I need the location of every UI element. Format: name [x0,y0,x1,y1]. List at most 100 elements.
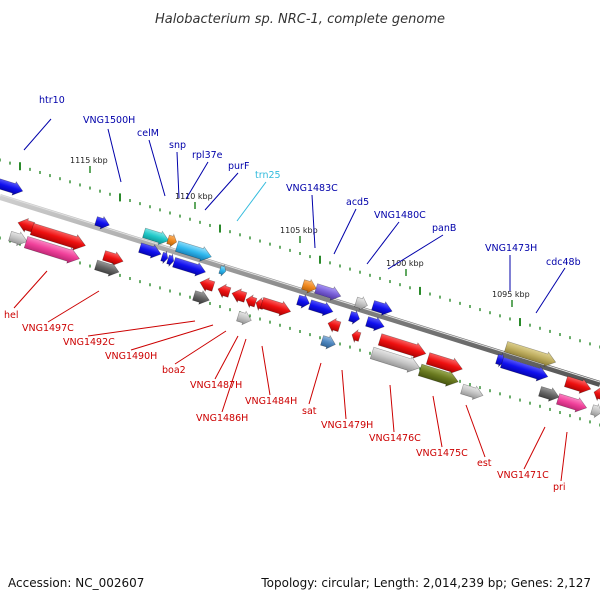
gene-arrow[interactable] [499,355,550,384]
gene-arrow[interactable] [538,385,561,404]
leader-line [341,369,347,420]
leader-line [523,426,546,470]
gene-arrow[interactable] [296,293,312,310]
gene-arrow[interactable] [417,362,461,389]
gene-label-htr10[interactable]: htr10 [39,95,65,106]
gene-arrow[interactable] [236,309,254,327]
gene-arrow[interactable] [371,299,394,318]
gene-arrow[interactable] [174,239,214,264]
gene-label-trn25[interactable]: trn25 [255,170,281,181]
leader-lines [13,118,568,482]
gene-label-pri[interactable]: pri [553,482,566,493]
leader-line [387,234,444,270]
gene-label-panb[interactable]: panB [432,223,456,234]
gene-label-vng1492c[interactable]: VNG1492C [63,337,115,348]
gene-arrow[interactable] [425,351,465,377]
gene-arrow[interactable] [23,234,82,266]
gene-label-vng1479h[interactable]: VNG1479H [321,420,373,431]
gene-label-vng1486h[interactable]: VNG1486H [196,413,248,424]
gene-arrow[interactable] [348,309,362,325]
gene-arrow[interactable] [259,295,293,318]
gene-arrow[interactable] [326,317,342,334]
leader-line [366,221,400,265]
gene-arrow[interactable] [592,385,600,402]
gene-arrow[interactable] [563,374,593,396]
leader-line [560,431,568,482]
gene-label-boa2[interactable]: boa2 [162,365,186,376]
gene-label-rpl37e[interactable]: rpl37e [192,150,223,161]
gene-arrow[interactable] [138,241,163,261]
gene-arrow[interactable] [320,334,338,352]
topology-text: Topology: circular; Length: 2,014,239 bp… [260,576,591,590]
leader-line [176,151,180,199]
map-title: Halobacterium sp. NRC-1, complete genome [155,12,445,27]
leader-line [333,208,357,255]
leader-line [185,161,209,200]
gene-label-snp[interactable]: snp [169,140,186,151]
gene-arrow[interactable] [350,328,362,344]
ruler-kbp-label: 1115 kbp [70,156,108,165]
leader-line [535,267,566,314]
gene-arrow[interactable] [216,282,232,299]
gene-arrow[interactable] [29,221,88,253]
gene-label-vng1471c[interactable]: VNG1471C [497,470,549,481]
gene-label-vng1483c[interactable]: VNG1483C [286,183,338,194]
gene-arrow[interactable] [369,345,422,375]
gene-label-vng1476c[interactable]: VNG1476C [369,433,421,444]
gene-label-vng1473h[interactable]: VNG1473H [485,243,537,254]
accession-text: Accession: NC_002607 [8,576,144,590]
gene-arrow[interactable] [16,216,36,234]
ruler-kbp-label: 1100 kbp [386,259,424,268]
leader-line [47,290,100,323]
gene-label-vng1484h[interactable]: VNG1484H [245,396,297,407]
gene-arrow[interactable] [198,276,216,294]
gene-arrow[interactable] [301,278,319,296]
leader-line [13,270,48,309]
gene-arrow[interactable] [460,382,485,402]
gene-label-vng1487h[interactable]: VNG1487H [190,380,242,391]
leader-line [261,345,271,396]
gene-arrow[interactable] [0,176,25,198]
gene-arrow[interactable] [192,289,211,307]
gene-label-est[interactable]: est [477,458,492,469]
gene-arrow[interactable] [218,264,227,277]
gene-label-vng1497c[interactable]: VNG1497C [22,323,74,334]
gene-arrow[interactable] [377,332,429,362]
gene-arrow[interactable] [102,249,125,268]
gene-arrow[interactable] [8,229,29,248]
gene-arrow[interactable] [230,287,248,305]
gene-label-acd5[interactable]: acd5 [346,197,369,208]
gene-label-vng1475c[interactable]: VNG1475C [416,448,468,459]
gene-label-purf[interactable]: purF [228,161,249,172]
leader-line [214,335,239,380]
gene-label-cdc48b[interactable]: cdc48b [546,257,581,268]
gene-arrow[interactable] [160,250,170,264]
gene-arrow[interactable] [142,226,171,247]
gene-arrow[interactable] [365,315,386,334]
gene-arrow[interactable] [495,352,507,368]
gene-label-vng1480c[interactable]: VNG1480C [374,210,426,221]
gene-arrow[interactable] [308,298,335,319]
gene-arrow[interactable] [354,295,370,312]
gene-arrow[interactable] [172,256,208,279]
leader-line [308,362,322,405]
gene-arrow[interactable] [503,340,558,370]
gene-arrow[interactable] [590,403,600,419]
gene-arrow[interactable] [94,215,111,232]
gene-label-vng1500h[interactable]: VNG1500H [83,115,135,126]
gene-arrow[interactable] [244,293,258,309]
gene-arrow[interactable] [166,253,176,267]
gene-label-hel[interactable]: hel [4,310,19,321]
gene-label-vng1490h[interactable]: VNG1490H [105,351,157,362]
gene-arrow[interactable] [94,258,121,279]
gene-arrow[interactable] [555,392,589,415]
leader-line [107,128,122,183]
leader-line [221,338,247,413]
gene-arrow[interactable] [314,282,343,303]
gene-label-sat[interactable]: sat [302,406,317,417]
gene-arrow[interactable] [166,233,178,248]
ruler-kbp-label: 1110 kbp [175,192,213,201]
gene-label-celm[interactable]: celM [137,128,159,139]
